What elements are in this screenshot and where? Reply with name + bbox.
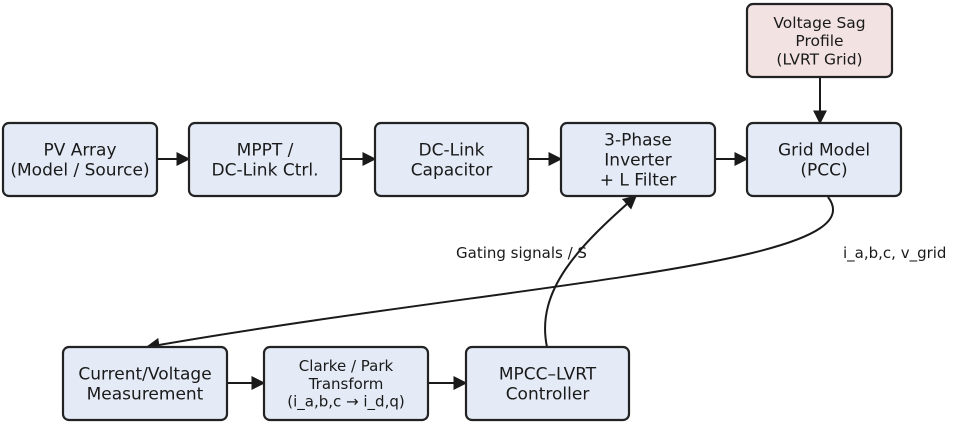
label-mpcc-inv: Gating signals / S [456, 244, 587, 262]
label-grid-meas: i_a,b,c, v_grid [843, 244, 946, 263]
block-mpcc-text: MPCC–LVRT [499, 365, 597, 385]
block-meas-text: Measurement [87, 385, 204, 405]
block-pv-text: (Model / Source) [10, 161, 149, 181]
block-grid-text: (PCC) [800, 161, 847, 181]
block-grid: Grid Model(PCC) [745, 121, 903, 198]
block-sag-text: (LVRT Grid) [776, 50, 862, 68]
block-mppt-text: MPPT / [237, 141, 294, 161]
block-meas-text: Current/Voltage [78, 365, 211, 385]
block-park-text: Clarke / Park [299, 357, 394, 375]
block-dclink-text: Capacitor [411, 161, 493, 181]
block-mpcc-text: Controller [506, 385, 590, 405]
block-inv-text: Inverter [604, 151, 671, 171]
block-pv-text: PV Array [43, 141, 116, 161]
block-pv-box [1, 121, 159, 198]
block-grid-text: Grid Model [778, 141, 870, 161]
arrow-mpcc-inv [544, 195, 638, 348]
block-pv: PV Array(Model / Source) [1, 121, 159, 198]
block-mppt-box [187, 121, 343, 198]
block-park-text: (i_a,b,c → i_d,q) [287, 393, 404, 412]
block-inv-box [559, 121, 717, 198]
block-mppt-text: DC-Link Ctrl. [212, 161, 319, 181]
arrow-grid-meas [145, 196, 834, 352]
block-meas-box [61, 345, 229, 422]
block-mppt: MPPT /DC-Link Ctrl. [187, 121, 343, 198]
block-inv-text: 3-Phase [604, 131, 672, 151]
block-sag-text: Voltage Sag [773, 14, 865, 32]
block-mpcc-box [464, 345, 631, 422]
connections [145, 77, 834, 390]
block-dclink-box [373, 121, 530, 198]
block-park-text: Transform [308, 375, 384, 393]
block-sag-box [745, 2, 894, 79]
block-grid-box [745, 121, 903, 198]
connection-labels: i_a,b,c, v_grid Gating signals / S [456, 244, 946, 263]
blocks: PV Array(Model / Source) MPPT /DC-Link Ct… [1, 2, 903, 422]
block-dclink-text: DC-Link [419, 141, 485, 161]
block-inv-text: + L Filter [600, 171, 677, 191]
block-park-box [262, 345, 430, 422]
block-sag-text: Profile [795, 32, 843, 50]
